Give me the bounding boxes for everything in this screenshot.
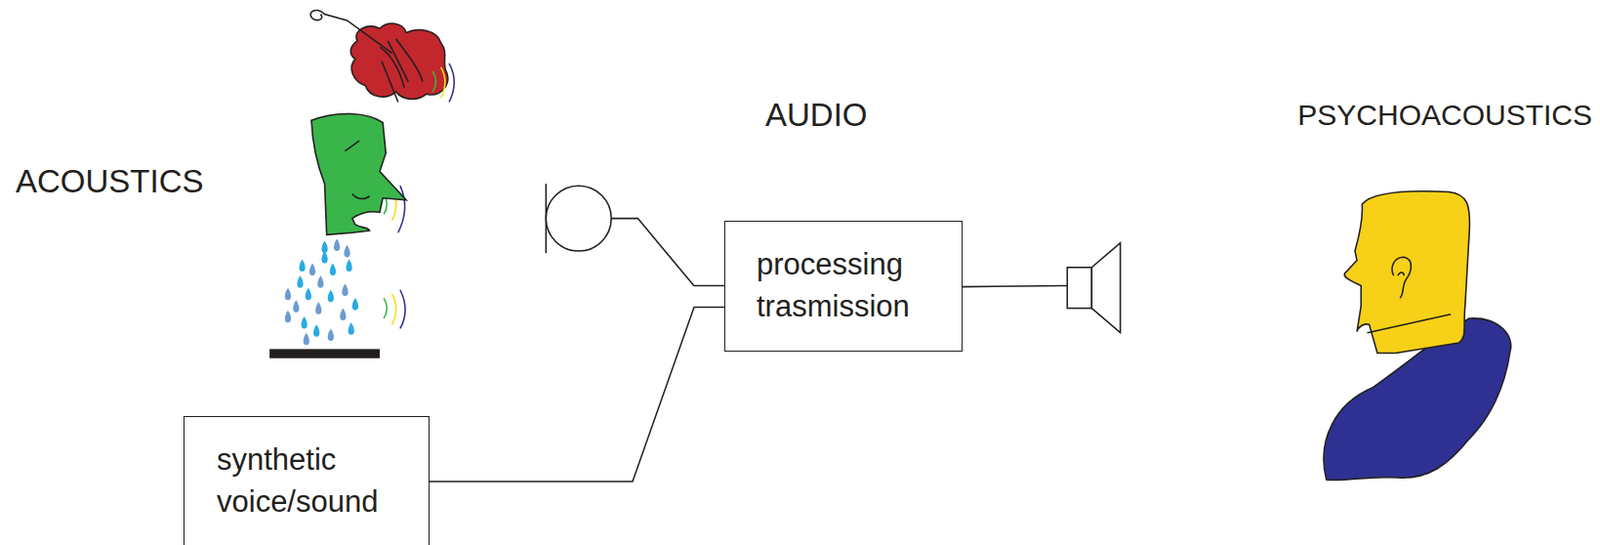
rain-drop <box>285 310 291 324</box>
rain-drop <box>333 239 340 252</box>
rain-drop <box>328 328 334 341</box>
microphone-symbol <box>545 183 725 286</box>
speaker-face <box>311 113 407 235</box>
ground-bar <box>269 348 380 358</box>
section-label: PSYCHOACOUSTICS <box>1297 95 1593 135</box>
rain-drop <box>303 332 310 346</box>
source-box: synthetic voice/sound <box>183 415 430 545</box>
face-lines <box>344 140 370 199</box>
violin-figure <box>310 10 449 103</box>
process-box: processing trasmission <box>724 220 963 352</box>
rain-drop <box>315 301 322 315</box>
rain-drop <box>341 283 348 296</box>
rain-drop <box>343 245 350 258</box>
rain-drop <box>321 241 328 254</box>
rain-drop <box>352 297 359 311</box>
rain-drop <box>329 263 336 277</box>
section-label: AUDIO <box>765 95 868 135</box>
rain-drop <box>305 287 312 301</box>
rain-drop <box>348 322 355 335</box>
rain-drop <box>309 263 316 277</box>
signal-wire <box>429 306 725 482</box>
rain-drop <box>292 299 299 313</box>
listener-figure <box>1323 191 1512 481</box>
rain-drop <box>317 275 324 288</box>
rain-drop <box>301 316 308 329</box>
loudspeaker-symbol <box>962 243 1121 333</box>
rain-drop <box>339 308 346 322</box>
box-text: synthetic voice/sound <box>216 438 417 523</box>
rain-drop <box>313 324 320 337</box>
rain-drop <box>346 258 353 272</box>
box-text: processing trasmission <box>756 243 950 328</box>
rain-drop <box>328 289 334 303</box>
rain-drop <box>296 275 303 288</box>
rain-drop <box>285 287 291 301</box>
rain-drops <box>285 239 359 346</box>
section-label: ACOUSTICS <box>15 162 205 202</box>
rain-drop <box>298 258 305 272</box>
